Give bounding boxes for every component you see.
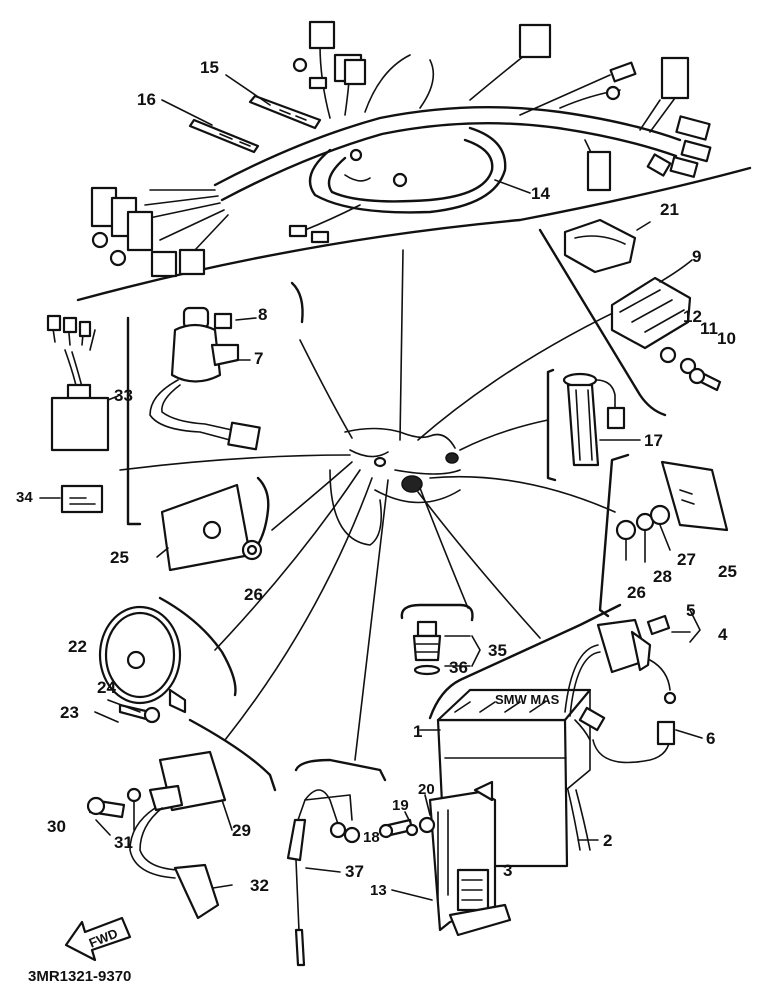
relay-group <box>39 314 119 514</box>
callout-23: 23 <box>60 703 79 722</box>
battery-group <box>378 603 703 937</box>
callout-13: 13 <box>370 882 387 899</box>
callout-19: 19 <box>392 797 409 814</box>
callout-22: 22 <box>68 637 87 656</box>
callout-2: 2 <box>603 831 612 850</box>
callout-25-left: 25 <box>110 548 129 567</box>
callout-20: 20 <box>418 781 435 798</box>
callout-24: 24 <box>97 678 116 697</box>
callout-33: 33 <box>114 386 133 405</box>
assembly-leader-lines <box>119 249 641 761</box>
callout-36: 36 <box>449 658 468 677</box>
callout-25-right: 25 <box>718 562 737 581</box>
callout-26-right: 26 <box>627 583 646 602</box>
horn-group <box>94 596 237 724</box>
sender-unit-group <box>546 368 641 482</box>
battery-label: SMW MAS <box>495 692 560 707</box>
main-switch-group <box>126 281 304 526</box>
callout-8: 8 <box>258 305 267 324</box>
callout-17: 17 <box>644 431 663 450</box>
callout-28: 28 <box>653 567 672 586</box>
callout-16: 16 <box>137 90 156 109</box>
ignition-coil-group <box>64 718 277 962</box>
callout-32: 32 <box>250 876 269 895</box>
callout-labels: 1 2 3 4 5 6 7 8 9 10 11 12 13 14 15 16 1… <box>16 58 737 899</box>
callout-12: 12 <box>683 307 702 326</box>
neutral-switch-group <box>400 603 481 676</box>
callout-34: 34 <box>16 489 33 506</box>
callout-37: 37 <box>345 862 364 881</box>
callout-4: 4 <box>718 625 728 644</box>
callout-31: 31 <box>114 833 133 852</box>
callout-27: 27 <box>677 550 696 569</box>
frame-mount-area <box>329 427 461 546</box>
callout-5: 5 <box>686 601 695 620</box>
callout-7: 7 <box>254 349 263 368</box>
callout-6: 6 <box>706 729 715 748</box>
callout-10: 10 <box>717 329 736 348</box>
right-bracket-group <box>598 453 729 618</box>
callout-14: 14 <box>531 184 550 203</box>
callout-21: 21 <box>660 200 679 219</box>
wire-harness-section <box>76 20 752 302</box>
callout-26-left: 26 <box>244 585 263 604</box>
callout-18: 18 <box>363 829 380 846</box>
flasher-regulator-group <box>538 218 722 417</box>
callout-35: 35 <box>488 641 507 660</box>
callout-30: 30 <box>47 817 66 836</box>
callout-29: 29 <box>232 821 251 840</box>
callout-9: 9 <box>692 247 701 266</box>
diagram-code: 3MR1321-9370 <box>28 968 131 985</box>
callout-3: 3 <box>503 861 512 880</box>
callout-11: 11 <box>700 319 718 338</box>
callout-1: 1 <box>413 722 422 741</box>
switch-37-group <box>286 758 387 967</box>
callout-15: 15 <box>200 58 219 77</box>
left-bracket-group <box>156 476 270 572</box>
